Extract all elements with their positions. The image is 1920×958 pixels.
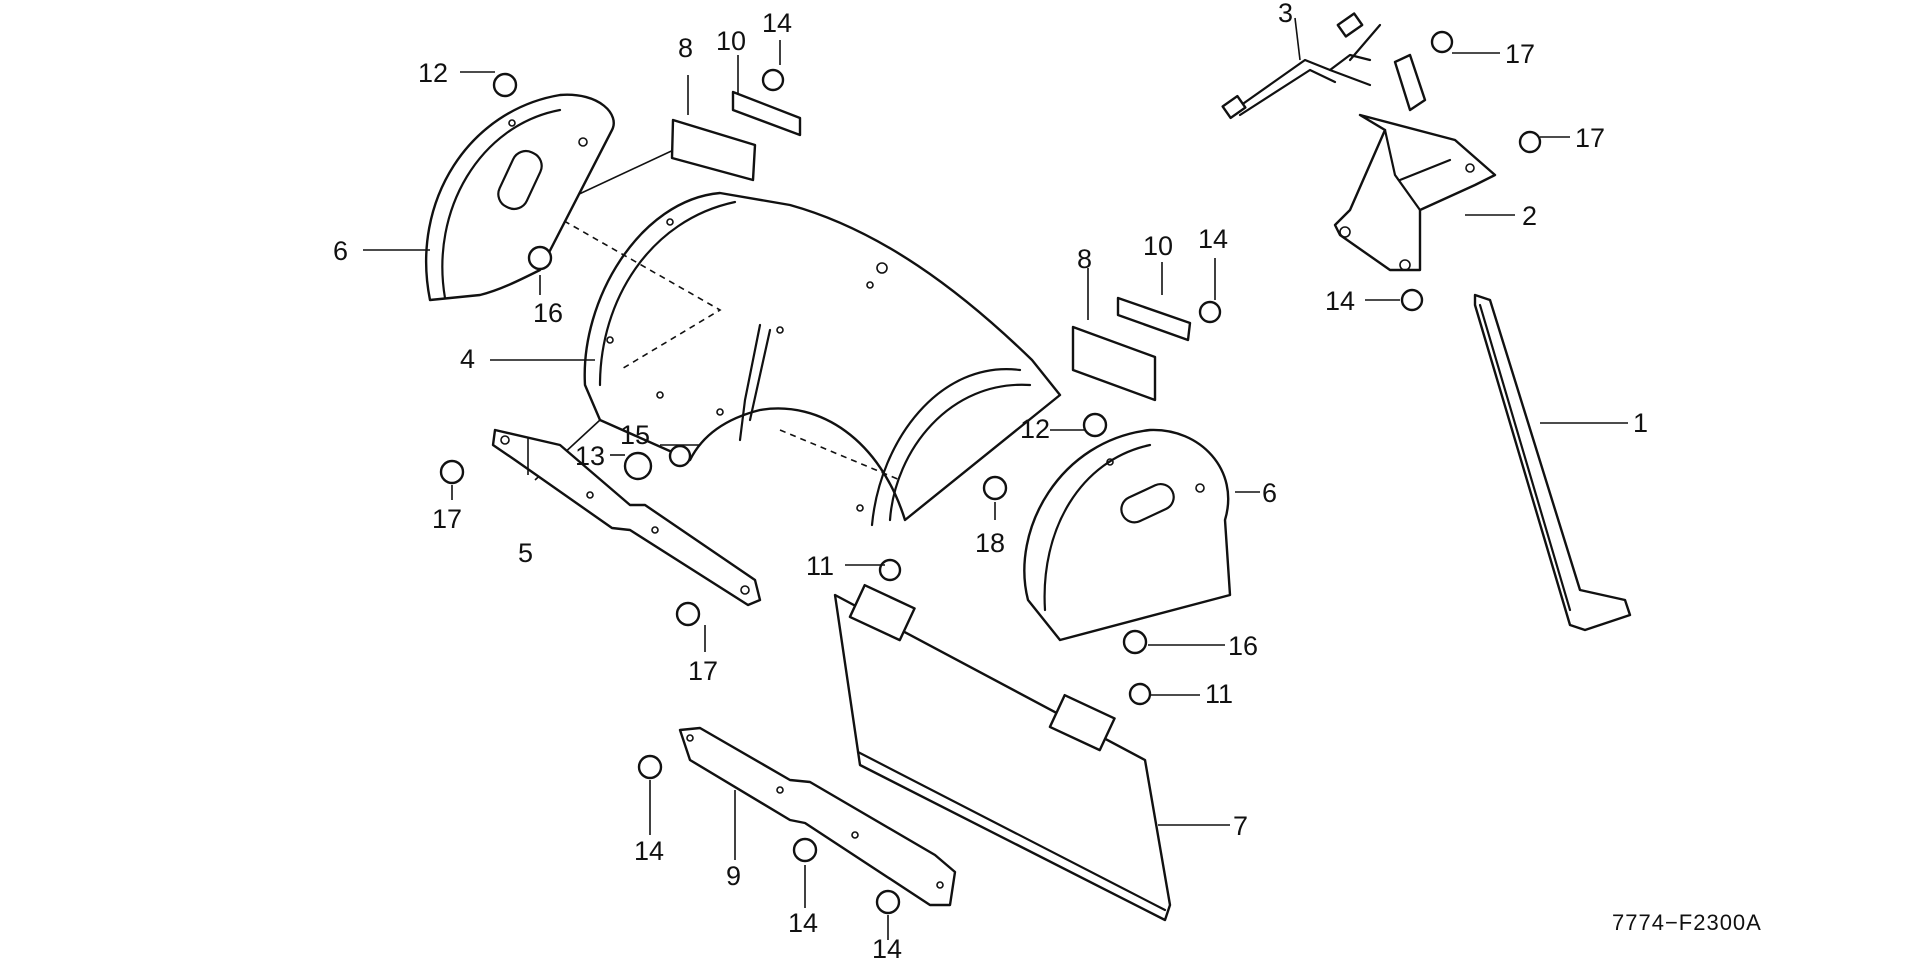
callout-10-right: 10	[1143, 231, 1173, 261]
callout-6-left: 6	[333, 236, 348, 266]
callout-6-right: 6	[1262, 478, 1277, 508]
callout-12-right: 12	[1020, 414, 1050, 444]
callout-7: 7	[1233, 811, 1248, 841]
plate-10-right	[1116, 296, 1192, 342]
callout-14-bottom-left: 14	[634, 836, 664, 866]
callout-labels: 12 8 10 14 6 16 4 15 13 17 5 17 8 10 14 …	[333, 0, 1648, 958]
strip-plate-9	[678, 726, 957, 907]
callout-8-top: 8	[678, 33, 693, 63]
stay-bar	[1473, 293, 1632, 632]
callout-12-top: 12	[418, 58, 448, 88]
plate-8-right	[1071, 325, 1157, 402]
callout-14-bottom-mid: 14	[788, 908, 818, 938]
callout-15: 15	[620, 420, 650, 450]
callout-10-top: 10	[716, 26, 746, 56]
callout-5: 5	[518, 538, 533, 568]
callout-13: 13	[575, 441, 605, 471]
callout-8-right: 8	[1077, 244, 1092, 274]
main-tine-cover	[583, 191, 1062, 527]
adjuster-lever	[1221, 12, 1382, 120]
plate-8-top	[670, 118, 757, 182]
callout-14-bracket: 14	[1325, 286, 1355, 316]
fastener-glyphs	[439, 30, 1542, 915]
callout-3: 3	[1278, 0, 1293, 28]
rear-flap	[833, 583, 1172, 922]
strip-plate-5	[491, 428, 762, 607]
callout-14-bottom-right: 14	[872, 934, 902, 958]
callout-2: 2	[1522, 201, 1537, 231]
callout-17-mid: 17	[688, 656, 718, 686]
callout-18: 18	[975, 528, 1005, 558]
callout-16-left: 16	[533, 298, 563, 328]
leader-lines	[363, 17, 1628, 940]
callout-1: 1	[1633, 408, 1648, 438]
callout-9: 9	[726, 861, 741, 891]
callout-17-right: 17	[1575, 123, 1605, 153]
callout-17-left: 17	[432, 504, 462, 534]
plate-10-top	[731, 90, 802, 137]
hidden-edge-left	[544, 209, 722, 371]
callout-4: 4	[460, 344, 475, 374]
callout-14-top: 14	[762, 8, 792, 38]
callout-14-right: 14	[1198, 224, 1228, 254]
side-cover-left	[425, 93, 615, 302]
callout-17-top-right: 17	[1505, 39, 1535, 69]
callout-11-top: 11	[806, 551, 834, 581]
callout-11-right: 11	[1205, 679, 1233, 709]
mounting-bracket	[1333, 53, 1497, 272]
callout-16-right: 16	[1228, 631, 1258, 661]
drawing-code: 7774−F2300A	[1612, 910, 1762, 935]
side-cover-right	[1023, 428, 1232, 642]
